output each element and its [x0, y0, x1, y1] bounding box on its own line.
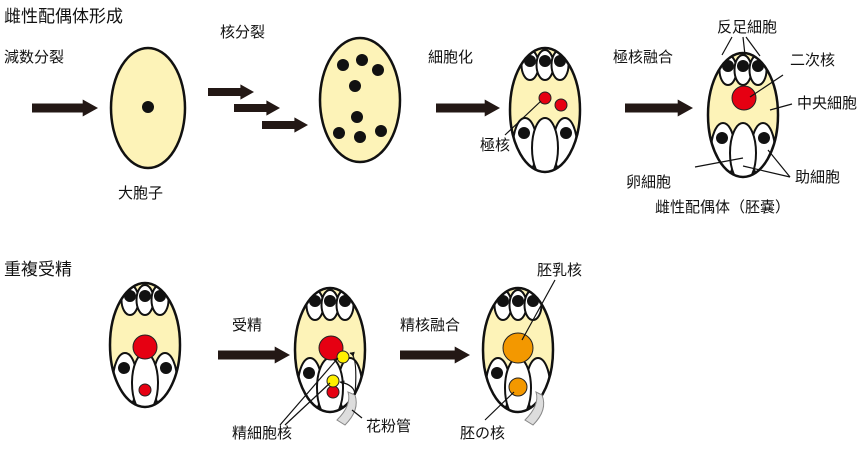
sperm-nucleus	[326, 374, 340, 388]
leader-line	[767, 149, 791, 178]
synergid-nucleus	[518, 127, 530, 139]
step-sperm-fusion: 精核融合	[400, 316, 460, 334]
label-central-cell: 中央細胞	[797, 94, 857, 112]
central-cell-leader	[769, 103, 793, 111]
label-embryo-nucleus: 胚の核	[460, 424, 505, 442]
free-nucleus	[333, 127, 345, 139]
embryo-nucleus-leader	[484, 391, 515, 421]
embryo-sac-outline	[508, 46, 582, 174]
antipodal-nucleus	[339, 295, 351, 307]
synergid-nucleus	[303, 367, 315, 379]
embryo-sac-outline	[108, 281, 182, 409]
section-title-gametophyte: 雌性配偶体形成	[4, 7, 123, 27]
antipodal-nucleus	[539, 55, 551, 67]
secondary-nucleus-leader	[749, 74, 784, 98]
antipodal-nucleus	[154, 290, 166, 302]
synergid-nucleus	[560, 127, 572, 139]
step-meiosis: 減数分裂	[4, 48, 64, 66]
polar-nuclei-leader	[504, 100, 542, 136]
antipodal-nucleus	[124, 290, 136, 302]
sperm-path-arrow	[339, 380, 356, 396]
synergid-nucleus	[716, 132, 728, 144]
arrow-meiosis	[32, 99, 98, 117]
label-antipodal-cells: 反足細胞	[717, 18, 777, 36]
antipodal-nucleus	[527, 295, 539, 307]
arrow-nuclear-division-2	[234, 100, 280, 116]
section-title-double-fertilization: 重複受精	[4, 260, 72, 280]
label-synergids: 助細胞	[795, 168, 840, 186]
pollen-tube-remnant	[524, 391, 545, 426]
megaspore-nucleus	[142, 101, 154, 113]
synergid-nucleus	[118, 362, 130, 374]
label-egg-cell: 卵細胞	[626, 173, 671, 191]
arrow-sperm-fusion	[400, 346, 470, 364]
endosperm-nucleus-leader	[521, 279, 556, 341]
antipodal-nucleus	[722, 60, 734, 72]
egg-cell	[531, 117, 559, 172]
free-nucleus	[349, 80, 361, 92]
leader-line	[721, 36, 733, 56]
embryo-sac-outline	[706, 51, 780, 179]
sperm-path-arrow	[349, 351, 357, 396]
step-cellularization: 細胞化	[428, 48, 473, 66]
pollen-tube	[336, 391, 357, 426]
label-secondary-nucleus: 二次核	[790, 51, 835, 69]
polar-nucleus	[538, 91, 552, 105]
antipodal-nucleus	[309, 295, 321, 307]
synergid-nucleus	[160, 362, 172, 374]
embryo-sac-outline	[481, 286, 555, 414]
arrow-polar-fusion	[625, 99, 693, 117]
antipodal-nucleus	[554, 55, 566, 67]
step-polar-fusion: 極核融合	[613, 48, 673, 66]
step-nuclear-division: 核分裂	[220, 23, 265, 41]
leader-line	[745, 36, 761, 57]
free-nucleus	[337, 59, 349, 71]
arrow-nuclear-division-3	[262, 117, 308, 133]
antipodal-nucleus	[524, 55, 536, 67]
step-fertilization: 受精	[232, 316, 262, 334]
label-megaspore: 大胞子	[118, 184, 163, 202]
embryo-sac-outline	[293, 286, 367, 414]
polar-nucleus	[554, 98, 568, 112]
embryo-sac-cellularized	[508, 46, 582, 174]
pollen-tube-leader	[351, 409, 363, 419]
egg-cell-leader	[694, 157, 744, 168]
antipodal-nucleus	[139, 290, 151, 302]
secondary-nucleus	[731, 85, 757, 111]
arrow-nuclear-division-1	[208, 84, 254, 100]
antipodal-nucleus	[497, 295, 509, 307]
zygote-nucleus	[508, 377, 528, 397]
antipodal-nucleus	[737, 60, 749, 72]
free-nucleus	[372, 64, 384, 76]
free-nucleus	[351, 111, 363, 123]
synergid-nucleus	[491, 367, 503, 379]
secondary-nucleus	[318, 335, 344, 361]
antipodal-nucleus	[512, 295, 524, 307]
free-nucleus	[354, 131, 366, 143]
antipodal-nucleus	[324, 295, 336, 307]
label-polar-nuclei: 極核	[480, 136, 510, 154]
arrow-cellularization	[436, 99, 500, 117]
label-pollen-tube: 花粉管	[366, 417, 411, 435]
egg-nucleus	[326, 385, 340, 399]
egg-nucleus	[138, 383, 152, 397]
label-sperm-nuclei: 精細胞核	[232, 424, 292, 442]
free-nucleus	[375, 125, 387, 137]
label-embryo-sac: 雌性配偶体（胚嚢）	[655, 198, 790, 216]
sperm-nuclei-leader	[284, 382, 331, 426]
free-nucleus	[356, 54, 368, 66]
leader-line	[742, 165, 791, 178]
sperm-nuclei-leader	[279, 357, 339, 426]
sperm-nucleus	[336, 350, 350, 364]
endosperm-nucleus	[502, 332, 534, 364]
synergid-nucleus	[758, 132, 770, 144]
embryo-sac-mature	[706, 51, 780, 179]
antipodal-nucleus	[752, 60, 764, 72]
leader-line	[742, 36, 746, 56]
arrow-fertilization	[218, 346, 290, 364]
label-endosperm-nucleus: 胚乳核	[537, 261, 582, 279]
secondary-nucleus	[132, 334, 158, 360]
